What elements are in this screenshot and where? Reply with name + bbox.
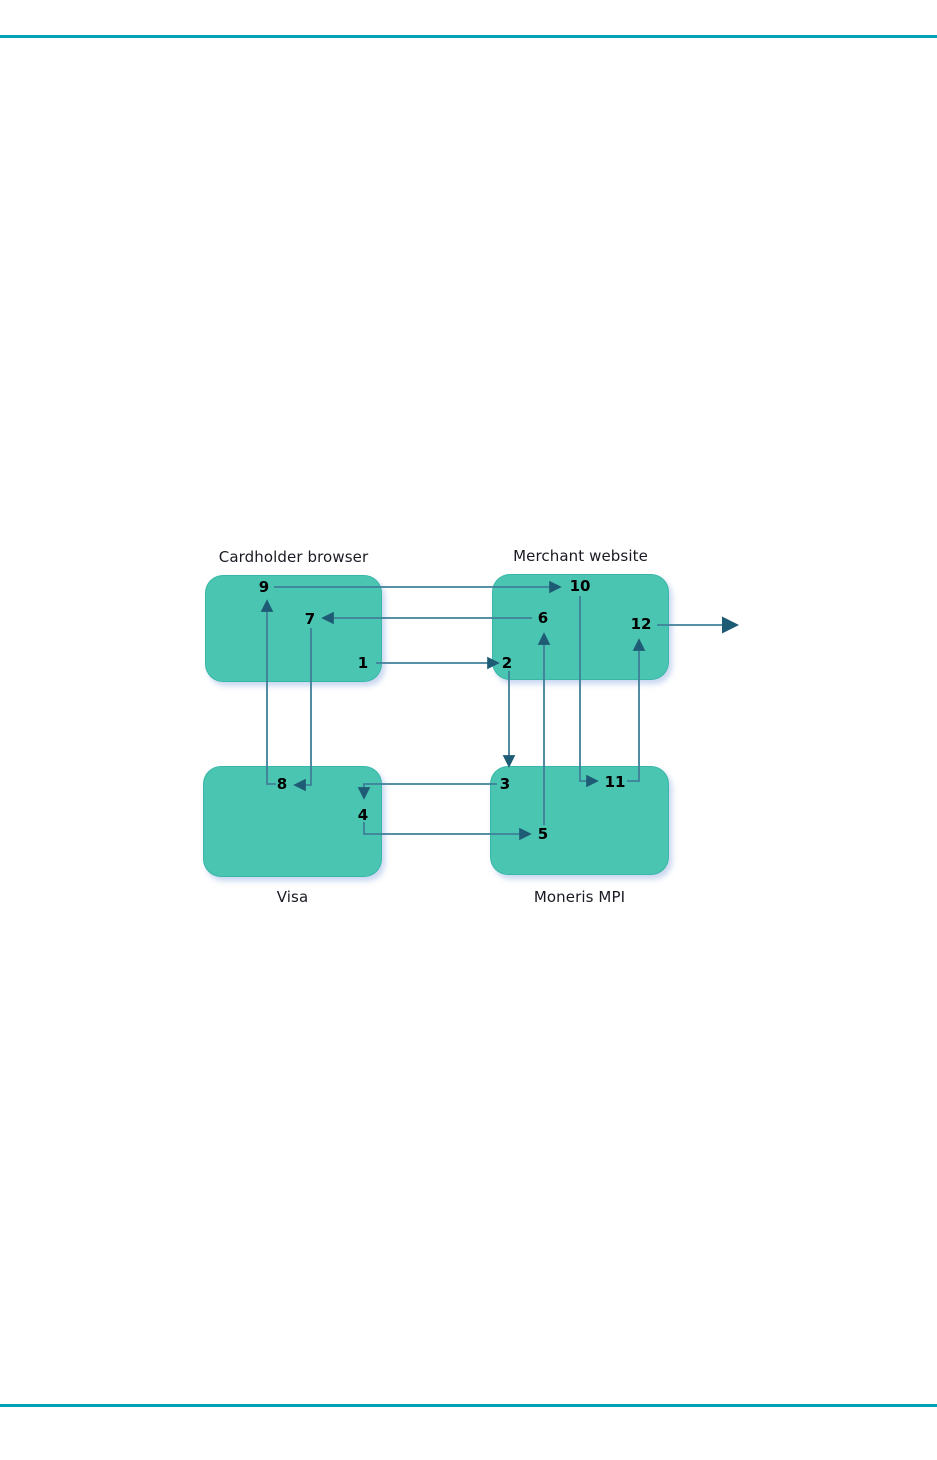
step-8: 8	[276, 775, 288, 793]
page-top-rule	[0, 35, 937, 38]
step-3: 3	[499, 775, 511, 793]
step-7: 7	[304, 610, 316, 628]
node-box-cardholder-browser	[205, 575, 382, 682]
step-4: 4	[357, 806, 369, 824]
step-12: 12	[630, 615, 652, 633]
node-label-visa: Visa	[276, 888, 309, 906]
node-label-cardholder-browser: Cardholder browser	[218, 548, 369, 566]
step-9: 9	[258, 578, 270, 596]
node-box-visa	[203, 766, 382, 877]
step-10: 10	[569, 577, 591, 595]
arrow-step12-exit-head-icon	[722, 616, 739, 634]
arrow-step3-to-step4	[357, 783, 497, 800]
node-label-merchant-website: Merchant website	[513, 547, 648, 565]
step-1: 1	[357, 654, 369, 672]
page-bottom-rule	[0, 1404, 937, 1407]
node-label-moneris-mpi: Moneris MPI	[533, 888, 626, 906]
node-box-moneris-mpi	[490, 766, 669, 875]
step-2: 2	[501, 654, 513, 672]
step-6: 6	[537, 609, 549, 627]
step-11: 11	[604, 773, 626, 791]
step-5: 5	[537, 825, 549, 843]
